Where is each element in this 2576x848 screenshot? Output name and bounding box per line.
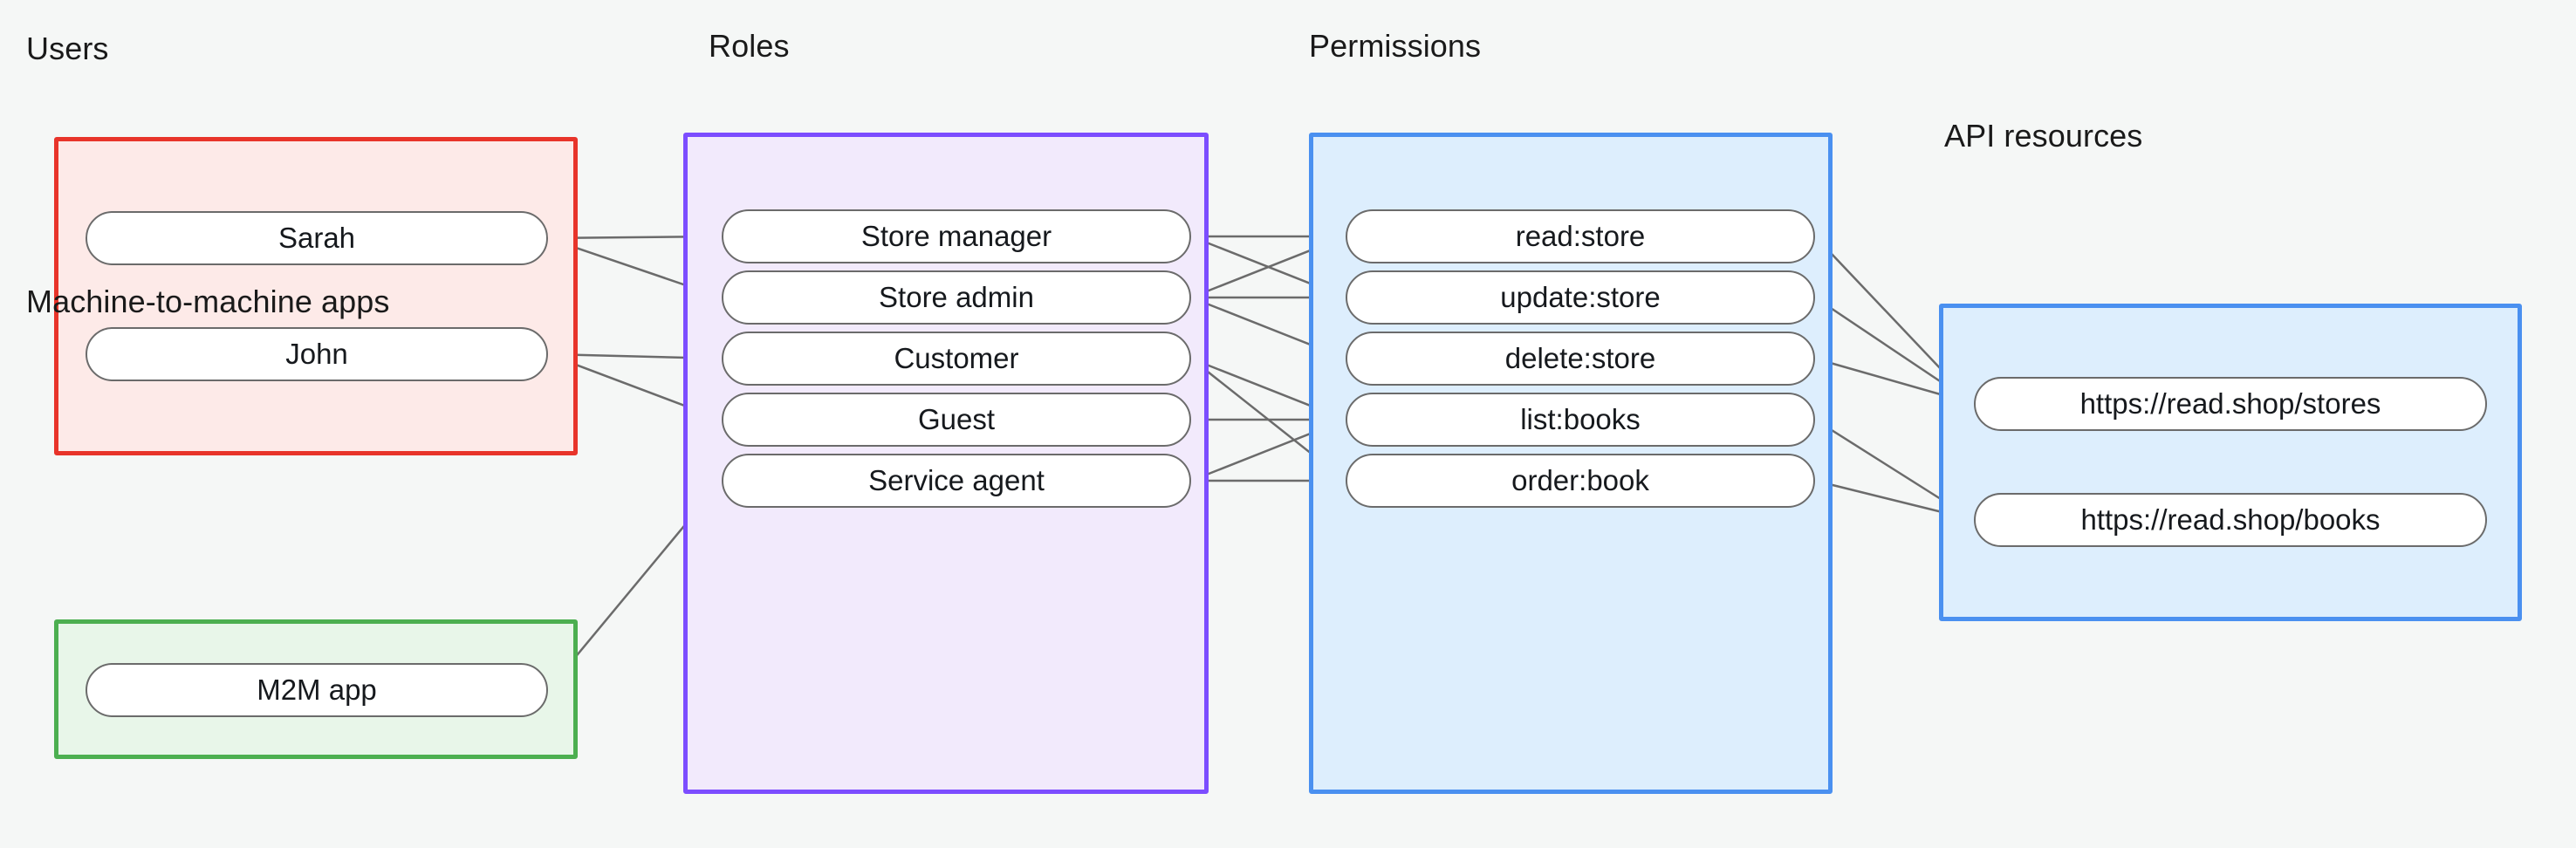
node-label-update-store: update:store [1500,281,1661,313]
group-label-m2m: Machine-to-machine apps [26,284,390,319]
node-label-sarah: Sarah [277,222,356,254]
node-label-delete-store: delete:store [1504,342,1656,374]
node-store-manager[interactable]: Store manager [722,209,1191,263]
group-label-roles: Roles [709,28,790,64]
node-label-store-admin: Store admin [879,281,1034,313]
node-order-book[interactable]: order:book [1346,454,1815,508]
node-guest[interactable]: Guest [722,393,1191,447]
node-store-admin[interactable]: Store admin [722,270,1191,325]
node-label-res-stores: https://read.shop/stores [2079,387,2381,420]
node-label-list-books: list:books [1520,403,1641,435]
node-service-agent[interactable]: Service agent [722,454,1191,508]
node-sarah[interactable]: Sarah [86,211,548,265]
group-label-users: Users [26,31,109,66]
node-m2mapp[interactable]: M2M app [86,663,548,717]
node-label-res-books: https://read.shop/books [2080,503,2381,536]
node-res-books[interactable]: https://read.shop/books [1974,493,2487,547]
node-label-read-store: read:store [1515,220,1646,252]
node-john[interactable]: John [86,327,548,381]
node-res-stores[interactable]: https://read.shop/stores [1974,377,2487,431]
group-label-api-resources: API resources [1944,118,2143,154]
node-label-m2mapp: M2M app [257,674,377,706]
node-delete-store[interactable]: delete:store [1346,332,1815,386]
node-list-books[interactable]: list:books [1346,393,1815,447]
node-update-store[interactable]: update:store [1346,270,1815,325]
group-label-permissions: Permissions [1309,28,1482,64]
node-read-store[interactable]: read:store [1346,209,1815,263]
node-label-service-agent: Service agent [868,464,1045,496]
node-customer[interactable]: Customer [722,332,1191,386]
node-label-guest: Guest [917,403,996,435]
node-label-customer: Customer [894,342,1019,374]
node-label-order-book: order:book [1511,464,1649,496]
node-label-john: John [285,338,348,370]
group-box-api-resources [1939,304,2522,621]
node-label-store-manager: Store manager [860,220,1052,252]
group-box-users [54,137,578,455]
